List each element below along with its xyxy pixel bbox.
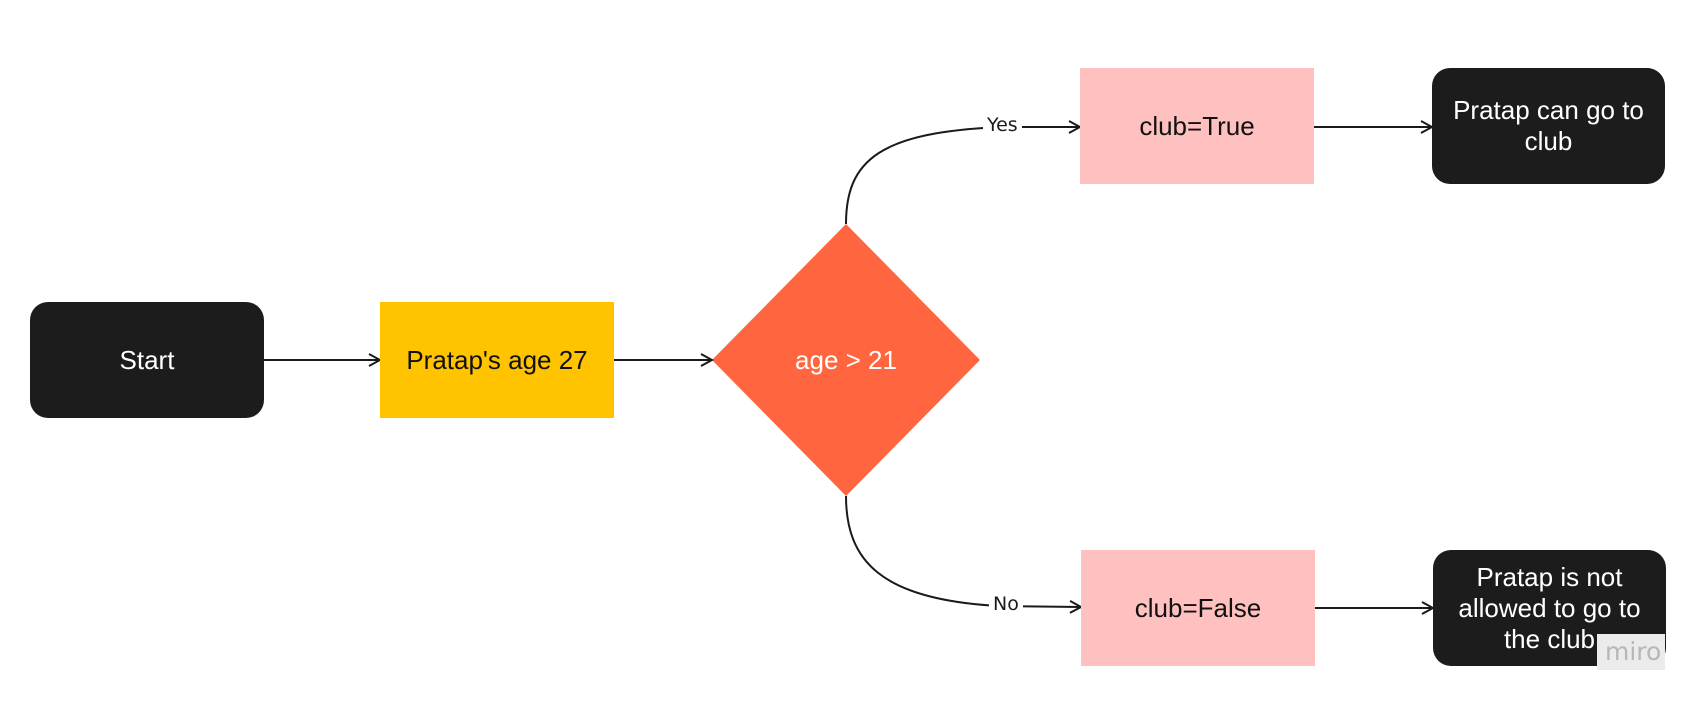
decision-text: age > 21 [795,344,897,375]
result-yes-label: Pratap can go to club [1453,95,1644,156]
result-no-node[interactable]: Pratap is not allowed to go to the club [1433,550,1666,666]
age-input-node[interactable]: Pratap's age 27 [380,302,614,418]
edge-label-yes: Yes [983,113,1022,137]
connector-decision-to-true [845,127,1080,225]
club-true-node[interactable]: club=True [1080,68,1314,184]
miro-watermark: miro [1597,634,1665,670]
club-false-node[interactable]: club=False [1081,550,1315,666]
result-no-label: Pratap is not allowed to go to the club [1458,561,1641,654]
club-true-label: club=True [1139,110,1255,141]
decision-diamond[interactable] [712,224,980,496]
start-label: Start [119,344,175,375]
edge-label-no: No [989,592,1023,616]
connector-decision-to-false [845,495,1081,607]
result-yes-node[interactable]: Pratap can go to club [1432,68,1665,184]
age-input-label: Pratap's age 27 [406,344,588,375]
start-node[interactable]: Start [30,302,264,418]
decision-label: age > 21 [712,340,980,380]
club-false-label: club=False [1134,592,1262,623]
